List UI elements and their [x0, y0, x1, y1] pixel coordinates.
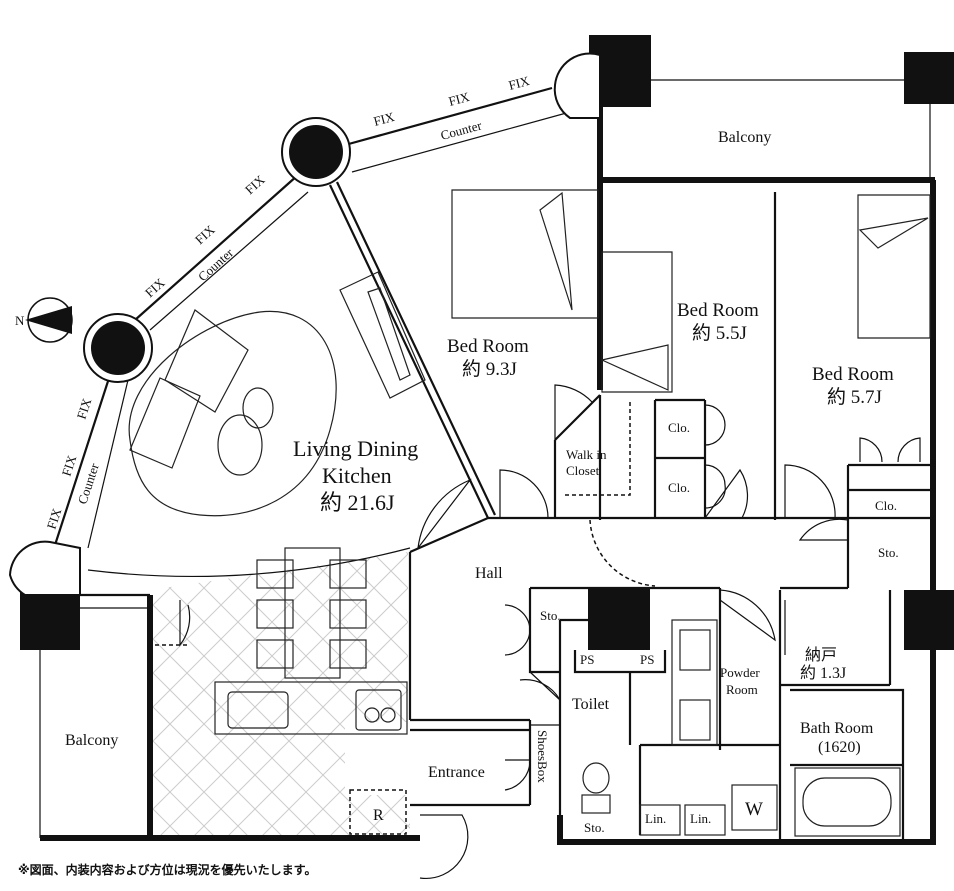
- tile-line: [150, 552, 287, 836]
- tile-line: [428, 540, 728, 840]
- bathroom-name: Bath Room: [800, 720, 874, 737]
- tile-line: [530, 540, 830, 840]
- tile-line: [291, 552, 410, 836]
- pipe-space-right-label: PS: [640, 652, 654, 667]
- walls: [20, 35, 954, 845]
- storage-room-name: 納戸: [805, 646, 837, 664]
- powder-room-line1: Powder: [720, 665, 760, 680]
- powder-room-line2: Room: [726, 682, 758, 697]
- entrance-label: Entrance: [428, 764, 485, 781]
- tile-line: [150, 552, 287, 836]
- ldk-name-line1: Living Dining: [293, 436, 418, 461]
- fix-label: FIX: [142, 275, 168, 301]
- pipe-space-left-label: PS: [580, 652, 594, 667]
- toilet-label: Toilet: [572, 696, 610, 713]
- small-labels: Clo. Clo. Clo. Sto. Sto. Sto. PS PS Lin.…: [373, 420, 899, 835]
- tile-line: [150, 552, 355, 836]
- north-label: N: [15, 313, 25, 328]
- tile-line: [150, 552, 219, 836]
- closet-right-label: Clo.: [875, 498, 897, 513]
- storage-room-size: 約 1.3J: [800, 664, 846, 682]
- bedroom-1-name: Bed Room: [447, 336, 529, 357]
- counter-label: Counter: [439, 117, 484, 143]
- column-left: [20, 588, 80, 650]
- doors: [155, 384, 921, 880]
- tile-line: [150, 552, 389, 836]
- storage-bottom-label: Sto.: [584, 820, 605, 835]
- column-right: [904, 590, 954, 650]
- tile-line: [530, 540, 830, 840]
- bathroom-size: (1620): [818, 739, 861, 756]
- furniture: [128, 189, 931, 837]
- room-labels: Balcony Balcony Bed Room 約 9.3J Bed Room…: [65, 129, 894, 783]
- balcony-top-label: Balcony: [718, 129, 771, 146]
- bedroom-3-name: Bed Room: [812, 364, 894, 385]
- tile-line: [428, 540, 728, 840]
- tile-line: [325, 552, 410, 836]
- linen-left-label: Lin.: [645, 811, 666, 826]
- fix-label: FIX: [447, 89, 472, 109]
- fix-label: FIX: [372, 109, 397, 129]
- fix-label: FIX: [59, 453, 80, 478]
- window-labels: FIX FIX FIX Counter FIX FIX FIX Counter …: [44, 73, 532, 531]
- counter-label: Counter: [75, 461, 102, 506]
- footnote: ※図面、内装内容および方位は現況を優先いたします。: [18, 862, 316, 877]
- bedroom-2-size: 約 5.5J: [692, 322, 747, 344]
- tile-line: [189, 552, 410, 836]
- fix-label: FIX: [242, 172, 268, 198]
- storage-hall-label: Sto.: [540, 608, 561, 623]
- tile-line: [291, 552, 410, 836]
- tile-line: [150, 552, 253, 836]
- linen-right-label: Lin.: [690, 811, 711, 826]
- column-top-right: [904, 52, 954, 104]
- ldk-name-line2: Kitchen: [322, 463, 392, 488]
- tile-line: [150, 552, 321, 836]
- storage-right-label: Sto.: [878, 545, 899, 560]
- fix-label: FIX: [507, 73, 532, 93]
- bedroom-3-size: 約 5.7J: [827, 386, 882, 408]
- refrigerator-label: R: [373, 807, 384, 824]
- fix-label: FIX: [192, 222, 218, 248]
- counter-label: Counter: [195, 245, 237, 285]
- tile-line: [155, 552, 410, 836]
- fix-label: FIX: [44, 506, 65, 531]
- round-columns: [8, 52, 601, 596]
- interior-walls: [408, 192, 935, 840]
- closet-upper-label: Clo.: [668, 420, 690, 435]
- bedroom-2-name: Bed Room: [677, 300, 759, 321]
- washer-label: W: [745, 799, 763, 820]
- balcony-left-label: Balcony: [65, 732, 118, 749]
- hall-label: Hall: [475, 565, 503, 582]
- tile-line: [150, 552, 253, 836]
- walk-in-closet-line1: Walk in: [566, 447, 607, 462]
- tile-line: [150, 552, 219, 836]
- tile-line: [257, 552, 410, 836]
- north-compass: N: [15, 297, 73, 343]
- shoes-box-label: ShoesBox: [535, 730, 550, 783]
- bedroom-1-size: 約 9.3J: [462, 358, 517, 380]
- fix-label: FIX: [74, 396, 95, 421]
- tile-line: [150, 552, 410, 836]
- walk-in-closet-line2: Closet: [566, 463, 600, 478]
- ldk-size: 約 21.6J: [320, 490, 395, 515]
- column-center: [588, 588, 650, 650]
- closet-lower-label: Clo.: [668, 480, 690, 495]
